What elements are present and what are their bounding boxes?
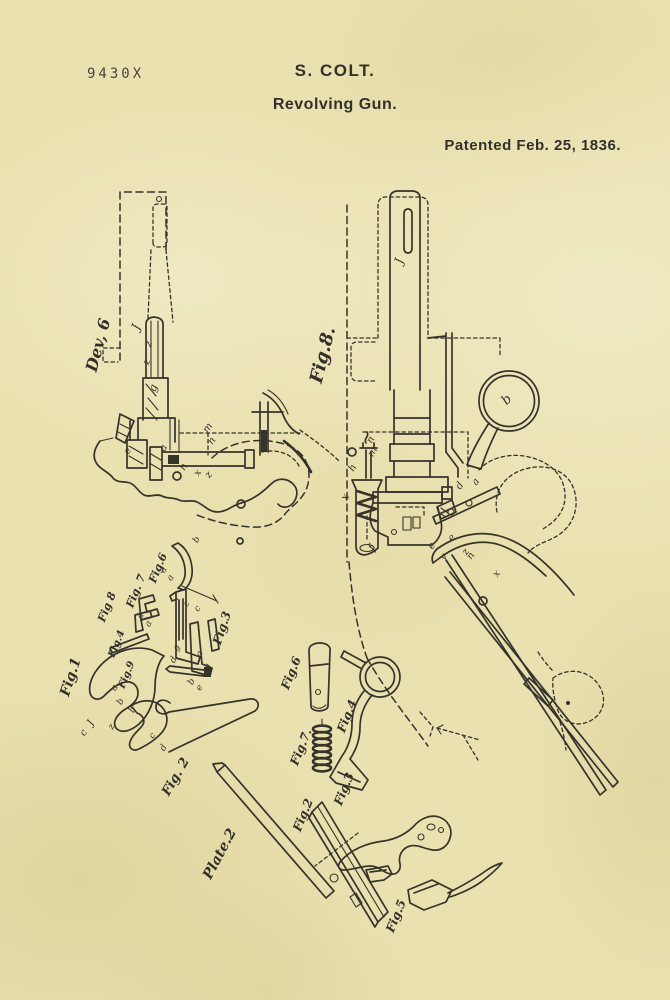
plate2-parts-drawing	[212, 642, 503, 928]
patent-title: Revolving Gun.	[272, 96, 398, 113]
inventor-name: S. COLT.	[294, 61, 376, 80]
small-parts-cluster-drawing	[88, 542, 260, 753]
figure-8-drawing	[346, 190, 619, 796]
patent-date: Patented Feb. 25, 1836.	[444, 137, 621, 154]
figure-dev6-drawing	[93, 191, 341, 545]
document-number: 9430X	[87, 66, 145, 82]
